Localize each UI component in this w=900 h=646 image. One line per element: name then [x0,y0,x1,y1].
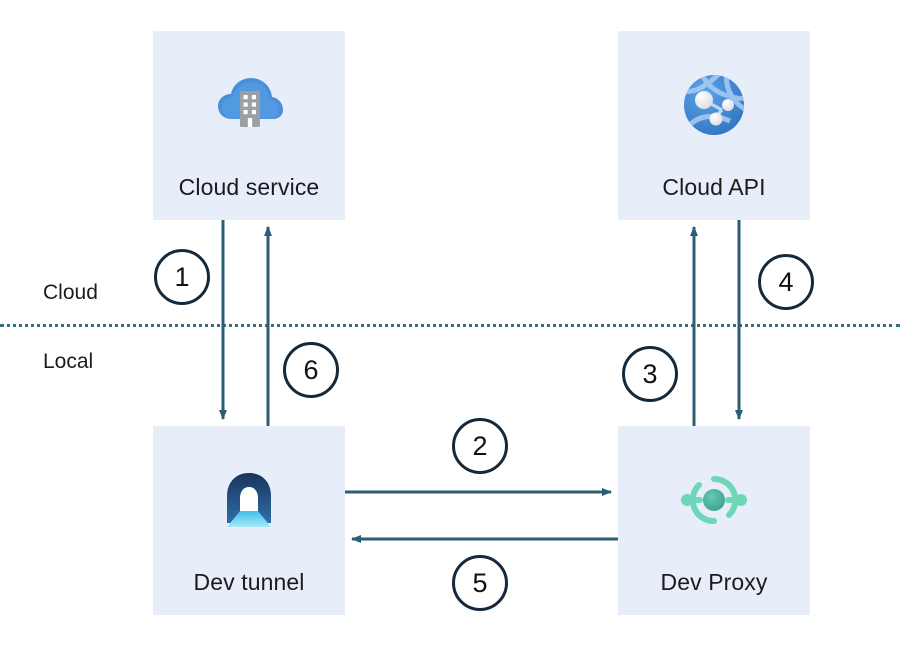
step-badge-5[interactable]: 5 [452,555,508,611]
zone-label-local: Local [43,350,94,373]
node-dev-proxy[interactable]: Dev Proxy [618,426,810,615]
node-label-cloud-api: Cloud API [662,174,766,200]
step-badge-6[interactable]: 6 [283,342,339,398]
node-label-cloud-service: Cloud service [178,174,320,200]
step-badge-1[interactable]: 1 [154,249,210,305]
step-badge-3[interactable]: 3 [622,346,678,402]
tunnel-icon [213,464,285,536]
cloud-building-icon [213,69,285,141]
globe-network-icon [678,69,750,141]
node-dev-tunnel[interactable]: Dev tunnel [153,426,345,615]
step-badge-2[interactable]: 2 [452,418,508,474]
node-cloud-api[interactable]: Cloud API [618,31,810,220]
cloud-local-divider [0,324,900,327]
step-badge-4[interactable]: 4 [758,254,814,310]
dev-proxy-target-icon [678,464,750,536]
node-cloud-service[interactable]: Cloud service [153,31,345,220]
node-label-dev-tunnel: Dev tunnel [193,569,305,595]
zone-label-cloud: Cloud [43,281,98,304]
node-label-dev-proxy: Dev Proxy [660,569,768,595]
